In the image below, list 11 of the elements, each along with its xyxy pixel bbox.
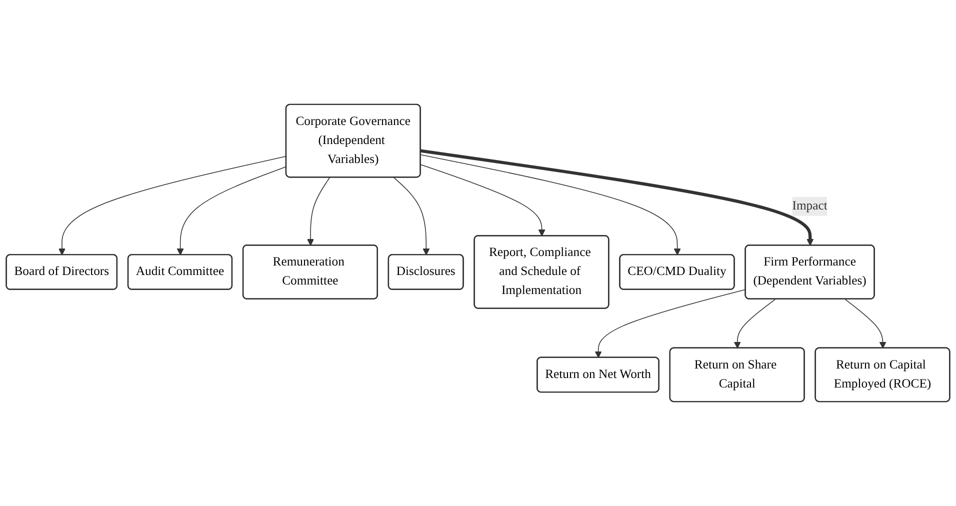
arrow xyxy=(58,156,287,256)
arrow xyxy=(176,166,287,256)
arrow xyxy=(844,298,886,349)
arrow xyxy=(734,298,776,349)
arrow xyxy=(307,177,330,246)
arrow xyxy=(420,154,681,256)
arrow xyxy=(594,289,746,358)
arrow xyxy=(420,164,546,236)
arrow xyxy=(420,149,814,246)
edge-label: Impact xyxy=(792,199,828,213)
arrow xyxy=(393,177,430,256)
